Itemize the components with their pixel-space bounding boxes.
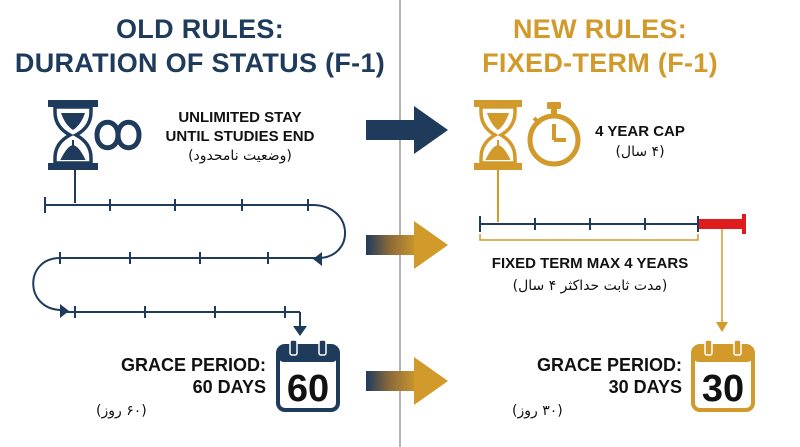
old-rules-title: OLD RULES: DURATION OF STATUS (F-1) [0, 12, 400, 80]
infinity-icon [94, 119, 142, 151]
old-grace-fa: (۶۰ روز) [96, 403, 147, 419]
new-grace-fa: (۳۰ روز) [512, 403, 563, 419]
new-rules-title: NEW RULES: FIXED-TERM (F-1) [400, 12, 800, 80]
new-timeline [479, 216, 700, 232]
old-grace-label: GRACE PERIOD: 60 DAYS (۶۰ روز) [96, 354, 266, 422]
new-grace-line1: GRACE PERIOD: [536, 355, 682, 375]
timeline-arrowhead-2 [60, 304, 69, 318]
new-grace-label: GRACE PERIOD: 30 DAYS (۳۰ روز) [512, 354, 682, 422]
new-cap-label: 4 YEAR CAP (۴ سال) [585, 122, 695, 162]
old-calendar-number: 60 [286, 368, 330, 410]
stopwatch-icon [527, 102, 581, 167]
arrow-icon [366, 357, 448, 405]
old-stay-fa: (وضعیت نامحدود) [188, 148, 292, 164]
timeline-arrowhead-3 [293, 326, 307, 336]
hourglass-icon [474, 100, 522, 170]
arrow-icon [366, 221, 448, 269]
old-grace-line2: 60 DAYS [192, 377, 266, 397]
old-title-line1: OLD RULES: [116, 14, 284, 44]
new-cap-line: 4 YEAR CAP [595, 123, 685, 140]
grace-arrowhead [716, 322, 728, 332]
old-grace-line1: GRACE PERIOD: [120, 355, 266, 375]
new-title-line2: FIXED-TERM (F-1) [482, 48, 718, 78]
timeline-arrowhead-1 [313, 252, 322, 266]
new-grace-line2: 30 DAYS [608, 377, 682, 397]
calendar-icon [276, 339, 340, 412]
grace-extension-bar [699, 214, 746, 234]
new-term-line: FIXED TERM MAX 4 YEARS [491, 255, 689, 272]
new-title-line1: NEW RULES: [513, 14, 687, 44]
old-title-line2: DURATION OF STATUS (F-1) [14, 48, 386, 78]
term-bracket [479, 234, 699, 241]
old-stay-label: UNLIMITED STAY UNTIL STUDIES END (وضعیت … [150, 108, 330, 166]
old-stay-line1: UNLIMITED STAY [178, 109, 302, 126]
new-term-fa: (مدت ثابت حداکثر ۴ سال) [512, 278, 668, 294]
new-term-label: FIXED TERM MAX 4 YEARS (مدت ثابت حداکثر … [465, 254, 715, 296]
old-stay-line2: UNTIL STUDIES END [165, 128, 315, 145]
old-timeline [32, 197, 346, 328]
calendar-icon [691, 339, 755, 412]
new-calendar-number: 30 [701, 368, 745, 410]
new-cap-fa: (۴ سال) [615, 144, 665, 160]
arrow-icon [366, 106, 448, 154]
hourglass-icon [48, 100, 98, 170]
